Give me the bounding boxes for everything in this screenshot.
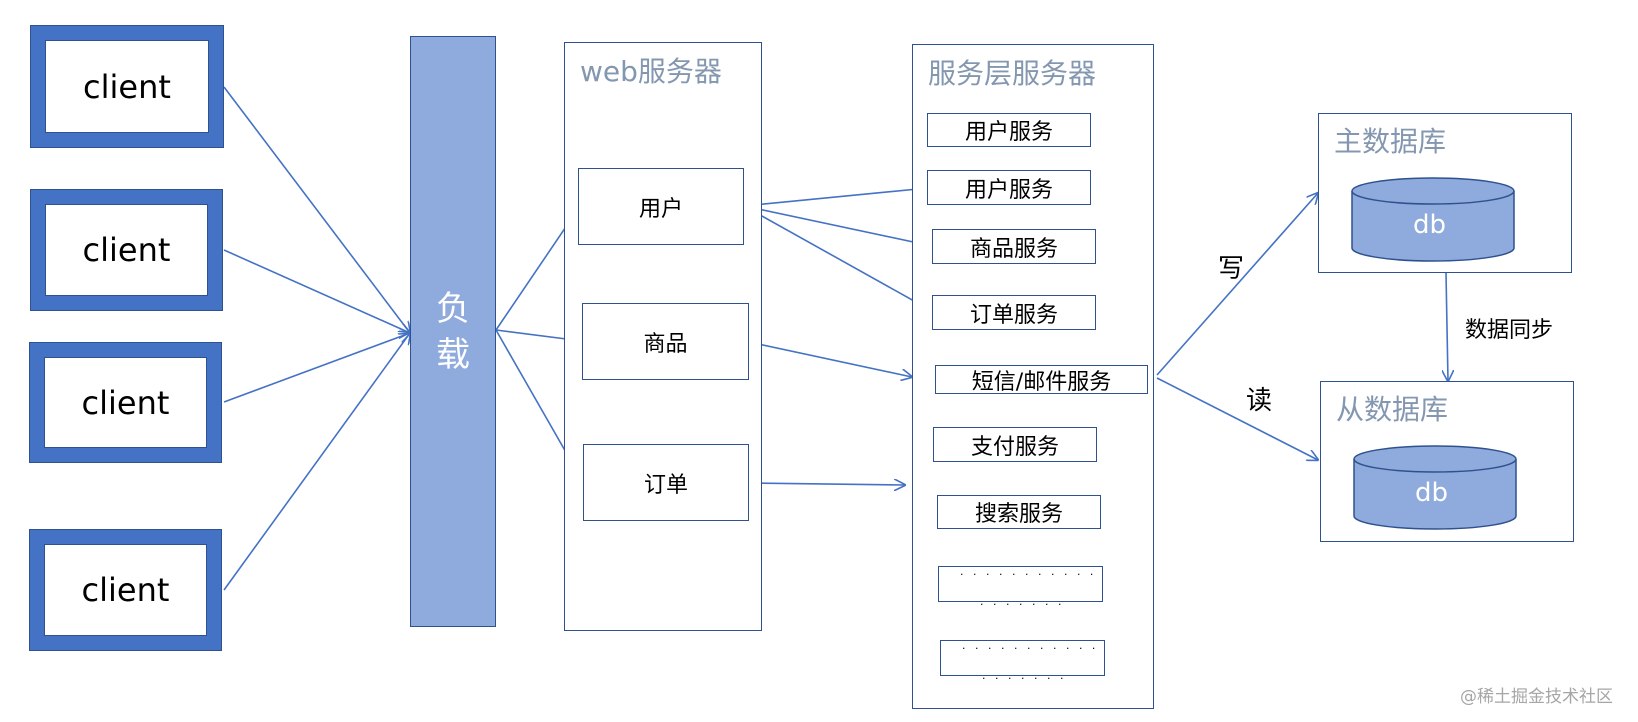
arrow-client3-lb [223,333,410,403]
web-item-user: 用户 [578,168,744,245]
service-ellipsis-dots: · · · · · · · [982,672,1067,685]
client-label: client [45,40,209,133]
master-db-cylinder-icon [1351,177,1515,262]
slave-db-label: db [1415,478,1449,508]
service-layer-title: 服务层服务器 [928,57,1097,90]
slave-db-title: 从数据库 [1336,393,1449,426]
client-4: client [29,529,222,651]
master-db-title: 主数据库 [1334,125,1447,158]
arrow-client4-lb [223,333,410,591]
service-search: 搜索服务 [937,495,1101,529]
arrow-user-usersvc [743,188,928,207]
load-balancer-char-1: 负 [436,288,470,329]
service-payment: 支付服务 [933,427,1097,462]
arrow-goods-smssvc [748,341,912,377]
client-1: client [30,25,224,148]
load-balancer: 负 载 [410,36,496,627]
load-balancer-char-2: 载 [436,334,470,375]
service-user-1: 用户服务 [927,113,1091,147]
arrow-read-slave [1156,377,1318,460]
client-2: client [30,189,223,311]
sync-label: 数据同步 [1465,318,1554,343]
service-ellipsis-dots: · · · · · · · · · · · [960,568,1097,581]
web-item-order: 订单 [583,444,749,521]
web-server-title: web服务器 [580,55,722,88]
master-db-label: db [1413,210,1447,240]
service-ellipsis-dots: · · · · · · · [980,598,1065,611]
arrow-sync [1446,272,1448,381]
arrow-order-searchsvc [748,483,905,485]
web-item-goods: 商品 [582,303,749,380]
client-3: client [29,342,222,463]
client-label: client [44,544,207,636]
service-goods: 商品服务 [932,229,1096,264]
service-user-2: 用户服务 [927,170,1091,205]
arrow-write-master [1156,193,1318,376]
arrow-user-ordersvc [743,205,932,311]
arrow-user-goodssvc [743,205,932,246]
service-order: 订单服务 [932,295,1096,330]
slave-db-cylinder-icon [1353,445,1517,530]
service-ellipsis-box-1 [938,566,1103,602]
service-ellipsis-dots: · · · · · · · · · · · [962,642,1099,655]
client-label: client [44,357,207,448]
arrow-client2-lb [223,249,410,333]
watermark: @稀土掘金技术社区 [1460,687,1613,707]
client-label: client [45,204,208,296]
write-label: 写 [1218,254,1245,284]
arrow-client1-lb [223,86,410,333]
read-label: 读 [1246,386,1273,416]
service-ellipsis-box-2 [940,640,1105,676]
service-sms-email: 短信/邮件服务 [935,365,1148,395]
